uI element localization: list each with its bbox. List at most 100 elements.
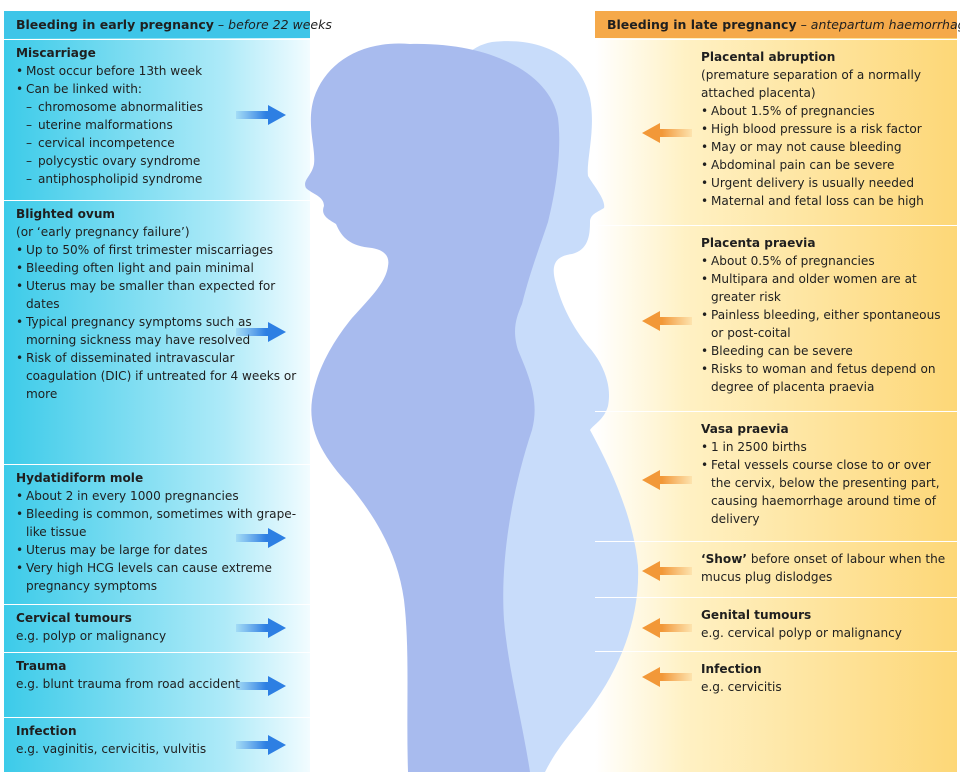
dash-item: antiphospholipid syndrome (16, 170, 304, 188)
arrow-right-icon (234, 617, 288, 639)
bullet-item: Typical pregnancy symptoms such as morni… (16, 313, 304, 349)
box-genital-tumours: Genital tumours e.g. cervical polyp or ma… (595, 597, 957, 652)
box-title-suffix: before onset of labour when the mucus pl… (701, 552, 946, 584)
dash-item: cervical incompetence (16, 134, 304, 152)
bullet-item: Painless bleeding, either spontaneous or… (701, 306, 951, 342)
box-content: Genital tumours e.g. cervical polyp or ma… (701, 606, 951, 642)
bullet-item: Abdominal pain can be severe (701, 156, 951, 174)
box-content: Placental abruption (premature separation… (701, 48, 951, 210)
box-placental-abruption: Placental abruption (premature separation… (595, 39, 957, 226)
box-content: Hydatidiform moleAbout 2 in every 1000 p… (16, 469, 304, 595)
box-content: Infection e.g. vaginitis, cervicitis, vul… (16, 722, 304, 758)
box-title-line: Infection (701, 660, 951, 678)
box-title-line: Trauma (16, 657, 304, 675)
arrow-left-icon (640, 122, 694, 144)
arrow-left-icon (640, 617, 694, 639)
arrow-right-icon (234, 104, 288, 126)
bullet-item: Multipara and older women are at greater… (701, 270, 951, 306)
box-blighted-ovum: Blighted ovum (or ‘early pregnancy failur… (4, 200, 310, 465)
box-title: ‘Show’ (701, 552, 747, 566)
bullet-list: Up to 50% of first trimester miscarriage… (16, 241, 304, 403)
box-title-line: Miscarriage (16, 44, 304, 62)
bullet-list: About 2 in every 1000 pregnanciesBleedin… (16, 487, 304, 595)
box-content: MiscarriageMost occur before 13th weekCa… (16, 44, 304, 188)
box-vasa-praevia: Vasa praevia1 in 2500 birthsFetal vessel… (595, 411, 957, 542)
bullet-item: Most occur before 13th week (16, 62, 304, 80)
box-content: Infection e.g. cervicitis (701, 660, 951, 696)
bullet-item: Bleeding can be severe (701, 342, 951, 360)
dash-item: uterine malformations (16, 116, 304, 134)
box-title: Trauma (16, 659, 67, 673)
box-title: Miscarriage (16, 46, 96, 60)
dash-item: chromosome abnormalities (16, 98, 304, 116)
arrow-left-icon (640, 469, 694, 491)
early-pregnancy-column: Bleeding in early pregnancy – before 22 … (4, 11, 332, 773)
box-title-line: Placenta praevia (701, 234, 951, 252)
box-text: e.g. polyp or malignancy (16, 629, 167, 643)
dash-item: polycystic ovary syndrome (16, 152, 304, 170)
box-text: e.g. cervicitis (701, 680, 782, 694)
arrow-right-icon (234, 527, 288, 549)
box-title-line: ‘Show’ before onset of labour when the m… (701, 550, 951, 586)
box-content: Cervical tumours e.g. polyp or malignancy (16, 609, 304, 645)
box-title-line: Vasa praevia (701, 420, 951, 438)
bullet-item: About 2 in every 1000 pregnancies (16, 487, 304, 505)
late-pregnancy-header: Bleeding in late pregnancy – antepartum … (595, 11, 960, 38)
box-title: Cervical tumours (16, 611, 132, 625)
box-title: Hydatidiform mole (16, 471, 144, 485)
box-text: (premature separation of a normally atta… (701, 68, 922, 100)
bullet-item: Maternal and fetal loss can be high (701, 192, 951, 210)
box-title: Placenta praevia (701, 236, 816, 250)
box-title-line: Cervical tumours (16, 609, 304, 627)
box-text: e.g. cervical polyp or malignancy (701, 626, 902, 640)
bullet-item: Very high HCG levels can cause extreme p… (16, 559, 304, 595)
bullet-item: 1 in 2500 births (701, 438, 951, 456)
box-text: e.g. vaginitis, cervicitis, vulvitis (16, 742, 207, 756)
arrow-left-icon (640, 310, 694, 332)
box-text: e.g. blunt trauma from road accident (16, 677, 241, 691)
bullet-item: Bleeding is common, sometimes with grape… (16, 505, 304, 541)
bullet-item: May or may not cause bleeding (701, 138, 951, 156)
arrow-left-icon (640, 560, 694, 582)
box-infection-late: Infection e.g. cervicitis (595, 651, 957, 773)
woman-silhouette-front (305, 43, 560, 773)
box-content: Vasa praevia1 in 2500 birthsFetal vessel… (701, 420, 951, 528)
box-title: Placental abruption (701, 50, 836, 64)
early-header-subtitle: – before 22 weeks (217, 17, 332, 32)
box-title: Blighted ovum (16, 207, 116, 221)
box-text: (or ‘early pregnancy failure’) (16, 225, 190, 239)
bullet-item: About 0.5% of pregnancies (701, 252, 951, 270)
bullet-item: Up to 50% of first trimester miscarriage… (16, 241, 304, 259)
box-miscarriage: MiscarriageMost occur before 13th weekCa… (4, 39, 310, 201)
bullet-item: Risk of disseminated intravascular coagu… (16, 349, 304, 403)
bullet-item: High blood pressure is a risk factor (701, 120, 951, 138)
bullet-list: About 0.5% of pregnanciesMultipara and o… (701, 252, 951, 396)
bullet-item: Bleeding often light and pain minimal (16, 259, 304, 277)
box-cervical-tumours: Cervical tumours e.g. polyp or malignancy (4, 604, 310, 653)
early-header-title: Bleeding in early pregnancy (16, 17, 214, 32)
box-hydatidiform-mole: Hydatidiform moleAbout 2 in every 1000 p… (4, 464, 310, 605)
bullet-item: Uterus may be large for dates (16, 541, 304, 559)
bullet-item: Risks to woman and fetus depend on degre… (701, 360, 951, 396)
box-content: Placenta praeviaAbout 0.5% of pregnancie… (701, 234, 951, 396)
bullet-item: Can be linked with: (16, 80, 304, 98)
box-trauma: Trauma e.g. blunt trauma from road accide… (4, 652, 310, 718)
bullet-list: Most occur before 13th weekCan be linked… (16, 62, 304, 188)
box-placenta-praevia: Placenta praeviaAbout 0.5% of pregnancie… (595, 225, 957, 412)
box-title-line: Genital tumours (701, 606, 951, 624)
box-content: Trauma e.g. blunt trauma from road accide… (16, 657, 304, 693)
bullet-item: Uterus may be smaller than expected for … (16, 277, 304, 313)
box-title: Infection (701, 662, 762, 676)
bullet-list: About 1.5% of pregnanciesHigh blood pres… (701, 102, 951, 210)
box-title: Infection (16, 724, 77, 738)
late-header-title: Bleeding in late pregnancy (607, 17, 797, 32)
bullet-item: Fetal vessels course close to or over th… (701, 456, 951, 528)
arrow-right-icon (234, 321, 288, 343)
arrow-right-icon (234, 734, 288, 756)
box-title-line: Blighted ovum (16, 205, 304, 223)
box-infection-early: Infection e.g. vaginitis, cervicitis, vul… (4, 717, 310, 773)
arrow-left-icon (640, 666, 694, 688)
box-title-line: Hydatidiform mole (16, 469, 304, 487)
early-pregnancy-header: Bleeding in early pregnancy – before 22 … (4, 11, 332, 38)
arrow-right-icon (234, 675, 288, 697)
